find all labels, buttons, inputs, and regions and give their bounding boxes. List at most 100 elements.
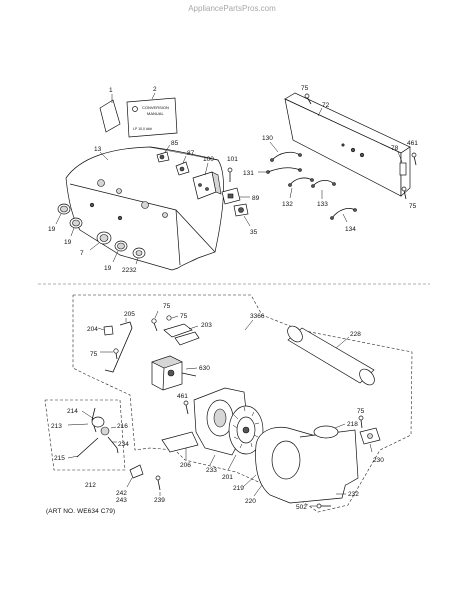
leader-3366 bbox=[244, 319, 254, 331]
callout-242: 242 bbox=[116, 490, 127, 497]
part-216-thermostat[interactable] bbox=[100, 426, 117, 436]
callout-219: 219 bbox=[233, 485, 244, 492]
sub-assembly-212-outline bbox=[44, 399, 126, 471]
part-214-fuse[interactable] bbox=[81, 410, 105, 428]
part-219-seal[interactable] bbox=[242, 474, 257, 488]
callout-461b: 461 bbox=[177, 393, 188, 400]
part-213-wire[interactable] bbox=[67, 407, 97, 433]
callout-78: 78 bbox=[391, 145, 399, 152]
callout-35: 35 bbox=[250, 229, 258, 236]
part-220-front-housing[interactable] bbox=[253, 426, 359, 504]
part-75-screw-c[interactable] bbox=[151, 310, 159, 332]
callout-100: 100 bbox=[203, 156, 214, 163]
callout-19b: 19 bbox=[64, 239, 72, 246]
art-number: (ART NO. WE634 C79) bbox=[46, 508, 116, 515]
callout-75f: 75 bbox=[357, 408, 365, 415]
part-75-screw-d[interactable] bbox=[166, 315, 179, 321]
part-87-clip[interactable] bbox=[175, 155, 190, 176]
part-35-knob[interactable] bbox=[233, 203, 251, 227]
part-85-clip[interactable] bbox=[156, 144, 171, 163]
svg-text:CONVERSION: CONVERSION bbox=[142, 105, 169, 110]
part-218-thermostat[interactable] bbox=[313, 423, 346, 439]
part-19-knob-a[interactable] bbox=[55, 203, 71, 225]
callout-220: 220 bbox=[245, 498, 256, 505]
callout-72: 72 bbox=[322, 102, 330, 109]
svg-text:LP 10,0 ###: LP 10,0 ### bbox=[133, 127, 152, 131]
callout-75d: 75 bbox=[180, 313, 188, 320]
part-133-wire[interactable] bbox=[311, 180, 336, 199]
part-502-screw[interactable] bbox=[310, 503, 331, 509]
part-19-knob-b[interactable] bbox=[69, 217, 83, 237]
part-242-connector[interactable] bbox=[126, 464, 144, 488]
part-234-bracket[interactable] bbox=[107, 436, 119, 454]
part-75-screw-b[interactable] bbox=[401, 186, 407, 200]
part-101-screw[interactable] bbox=[227, 167, 233, 182]
callout-75a: 75 bbox=[301, 85, 309, 92]
part-205-bracket[interactable] bbox=[104, 318, 133, 373]
callout-205: 205 bbox=[124, 311, 135, 318]
part-2232-knob[interactable] bbox=[132, 247, 146, 265]
part-75-screw-f[interactable] bbox=[358, 415, 364, 429]
part-630-motor[interactable] bbox=[151, 355, 198, 391]
callout-212: 212 bbox=[85, 482, 96, 489]
part-78-bracket[interactable] bbox=[397, 151, 407, 176]
part-131-wire[interactable] bbox=[258, 167, 302, 174]
callout-502: 502 bbox=[296, 504, 307, 511]
callout-215: 215 bbox=[54, 455, 65, 462]
callout-214: 214 bbox=[67, 408, 78, 415]
part-134-wire[interactable] bbox=[330, 208, 357, 223]
callout-234: 234 bbox=[118, 441, 129, 448]
part-230-sensor[interactable] bbox=[359, 427, 381, 453]
callout-239: 239 bbox=[154, 497, 165, 504]
callout-134: 134 bbox=[345, 226, 356, 233]
callout-201: 201 bbox=[222, 474, 233, 481]
callout-85: 85 bbox=[171, 140, 179, 147]
part-130-wire[interactable] bbox=[269, 141, 302, 162]
callout-228: 228 bbox=[350, 331, 361, 338]
callout-203: 203 bbox=[201, 322, 212, 329]
callout-243: 243 bbox=[116, 497, 127, 504]
part-204-clip[interactable] bbox=[97, 325, 114, 336]
callout-2: 2 bbox=[153, 86, 157, 93]
callout-132: 132 bbox=[282, 201, 293, 208]
part-1-tag[interactable] bbox=[99, 94, 121, 133]
part-75-screw-a[interactable] bbox=[304, 93, 312, 105]
watermark-text: AppliancePartsPros.com bbox=[188, 4, 276, 13]
part-461-screw-b[interactable] bbox=[183, 400, 189, 415]
part-19-knob-c[interactable] bbox=[112, 240, 128, 263]
callout-101: 101 bbox=[227, 156, 238, 163]
callout-1: 1 bbox=[109, 87, 113, 94]
callout-131: 131 bbox=[243, 170, 254, 177]
callout-218: 218 bbox=[347, 421, 358, 428]
callout-130: 130 bbox=[262, 135, 273, 142]
callout-75b: 75 bbox=[409, 203, 417, 210]
part-228-duct[interactable] bbox=[285, 323, 378, 388]
callout-2232: 2232 bbox=[122, 267, 137, 274]
part-75-screw-e[interactable] bbox=[100, 348, 119, 360]
callout-230: 230 bbox=[373, 457, 384, 464]
callout-213: 213 bbox=[51, 423, 62, 430]
part-2-conversion-manual[interactable]: CONVERSION MANUAL LP 10,0 ### bbox=[126, 92, 178, 138]
callout-206: 206 bbox=[180, 462, 191, 469]
callout-87: 87 bbox=[187, 150, 195, 157]
part-132-wire[interactable] bbox=[288, 177, 314, 199]
callout-75e: 75 bbox=[90, 351, 98, 358]
callout-7: 7 bbox=[80, 250, 84, 257]
callout-461a: 461 bbox=[407, 140, 418, 147]
part-89-switch[interactable] bbox=[221, 187, 250, 205]
callout-19c: 19 bbox=[104, 265, 112, 272]
callout-216: 216 bbox=[117, 423, 128, 430]
part-7-knob[interactable] bbox=[89, 231, 112, 251]
part-201-blower-wheel[interactable] bbox=[227, 405, 264, 471]
part-206-bracket[interactable] bbox=[161, 431, 199, 460]
part-239-screw[interactable] bbox=[155, 475, 161, 496]
svg-text:MANUAL: MANUAL bbox=[147, 111, 164, 116]
part-461-screw-a[interactable] bbox=[411, 152, 417, 166]
part-215-wire[interactable] bbox=[67, 437, 99, 459]
callout-13: 13 bbox=[94, 146, 102, 153]
part-100-switch[interactable] bbox=[192, 162, 222, 200]
callout-133: 133 bbox=[317, 201, 328, 208]
part-203-bracket[interactable] bbox=[163, 323, 200, 346]
callout-75c: 75 bbox=[163, 303, 171, 310]
